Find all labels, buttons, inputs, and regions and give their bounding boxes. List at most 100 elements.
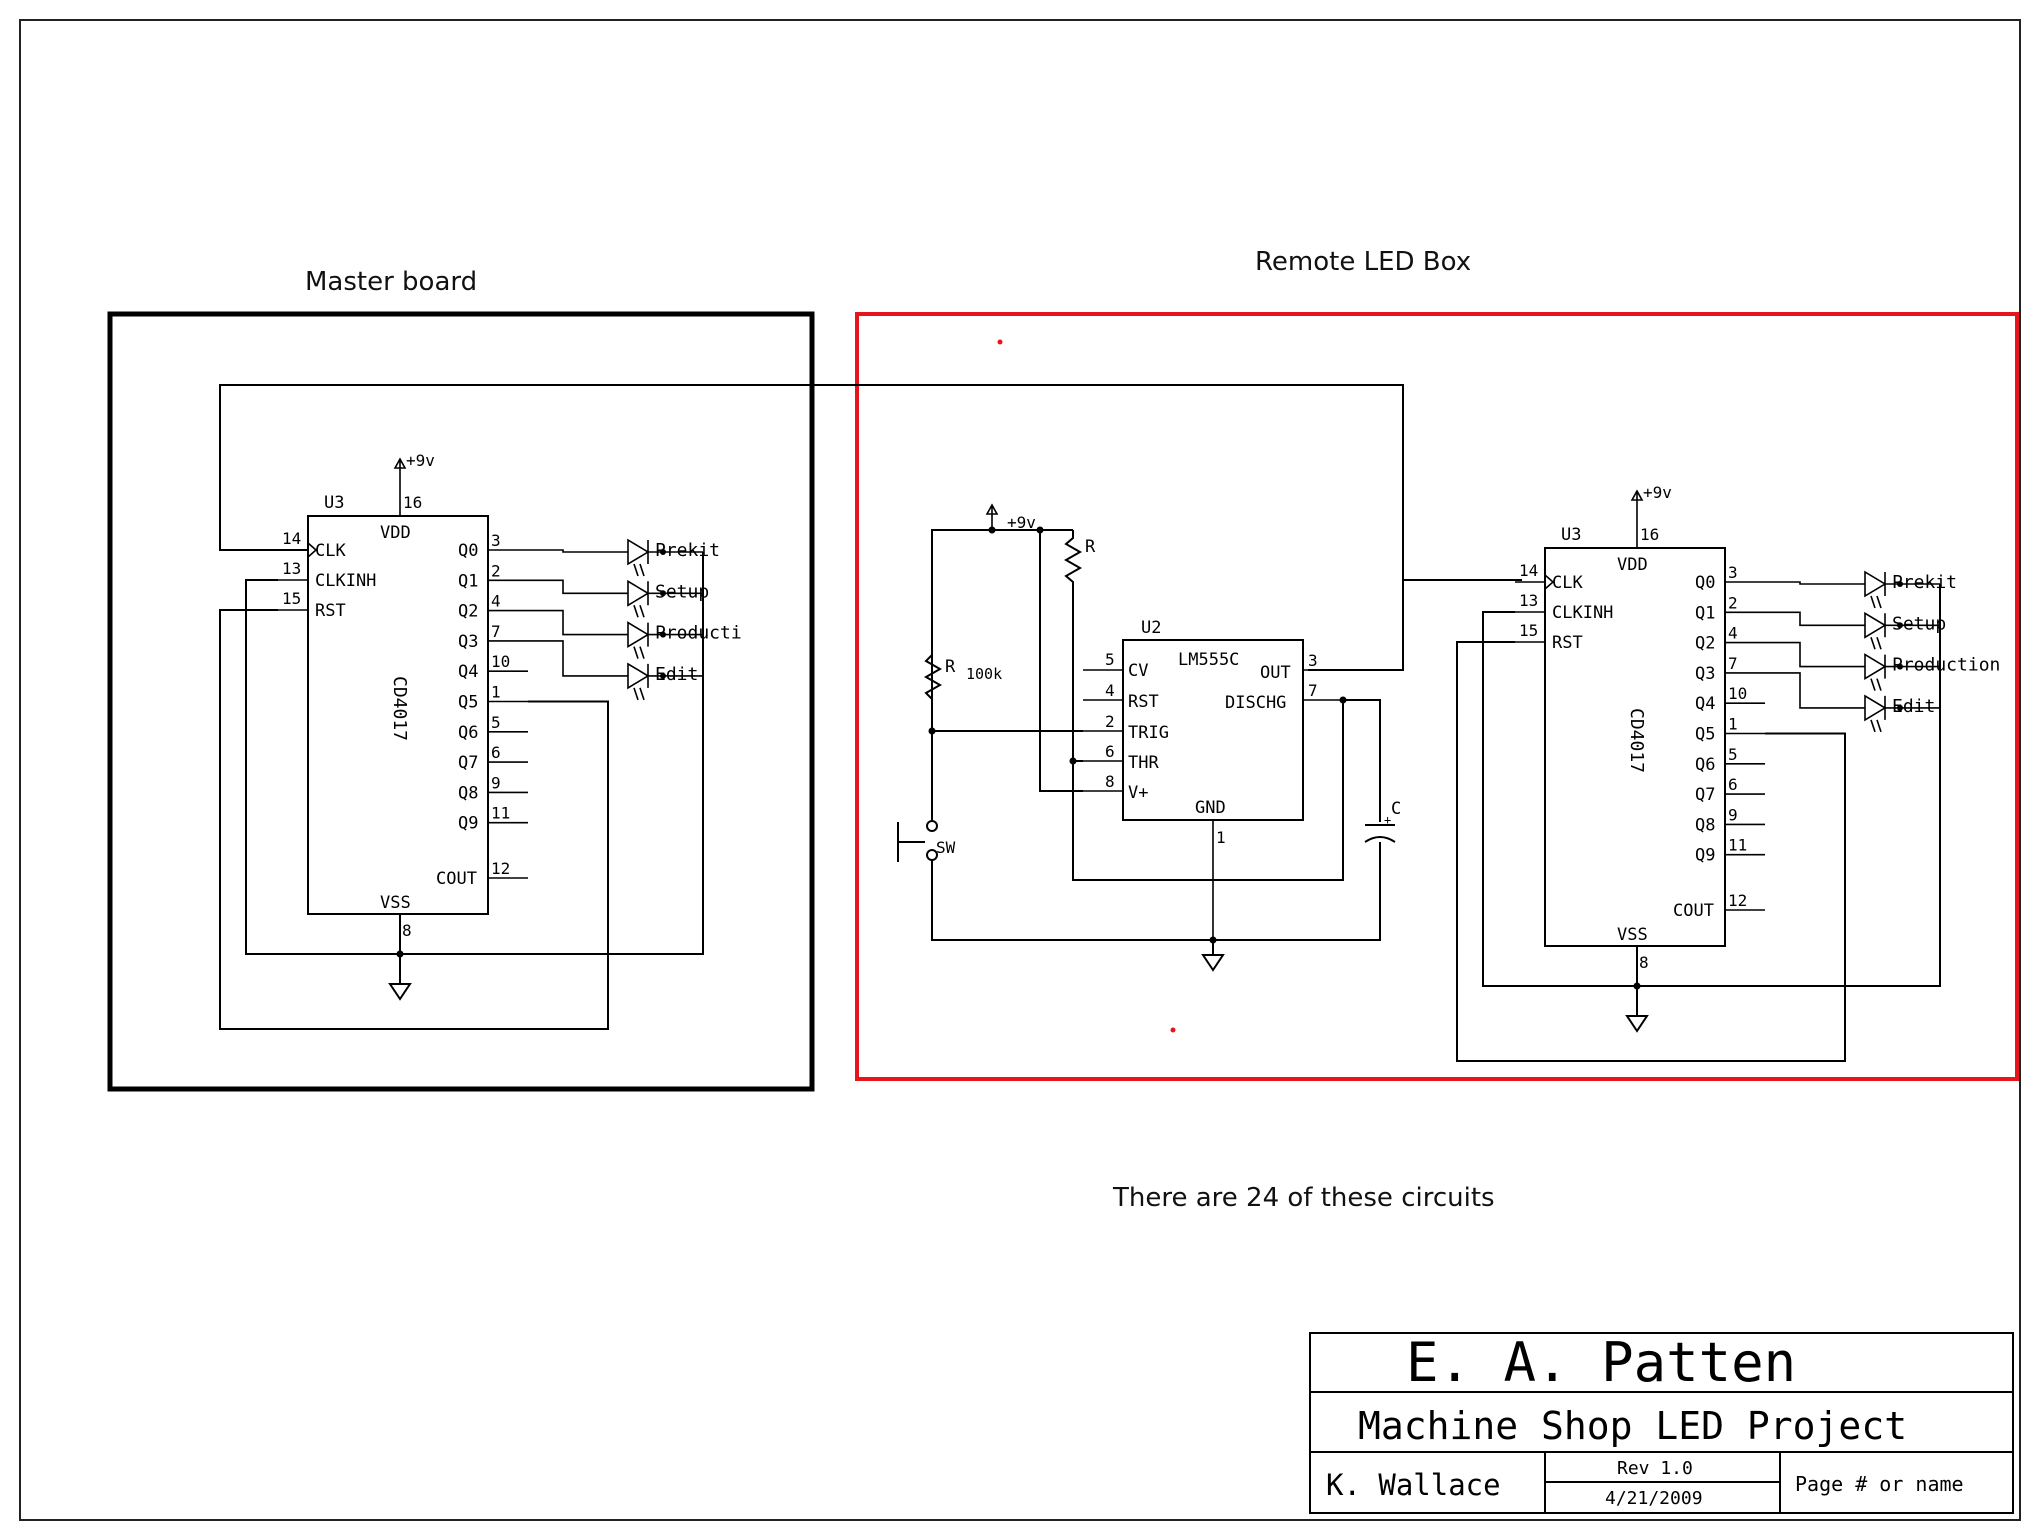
timer-pin-name: OUT [1260,663,1291,683]
junction [660,590,666,597]
counter-part: CD4017 [1626,708,1647,773]
led-diode-icon [627,538,650,566]
counter-pin-name: Q2 [458,602,478,622]
counter-pin-num: 1 [491,683,501,702]
company-name: E. A. Patten [1406,1331,1796,1394]
timer-pin-name: DISCHG [1225,693,1286,713]
vplus-wire [1039,530,1083,792]
timer-pin-num: 5 [1105,650,1115,669]
counter-pin-num: 6 [491,743,501,762]
counter-pin-name: Q9 [458,814,478,834]
counter-pin-num: 12 [1728,891,1747,910]
timer-pin-num: 3 [1308,651,1318,670]
counter-pin-num: 6 [1728,775,1738,794]
title-block-lines [1310,1391,2013,1513]
circuit-count-note: There are 24 of these circuits [1112,1183,1495,1213]
led-diode-icon [1864,694,1887,722]
led-diode-icon [1864,653,1887,681]
counter-pin-name: Q5 [1695,725,1715,745]
led-diode-icon [1864,570,1887,598]
junction [1897,663,1903,670]
led-label: Prekit [1892,572,1957,593]
counter-pin-name: CLK [315,541,346,561]
counter-pin-name: Q6 [458,723,478,743]
stray-dot [1170,1027,1176,1033]
counter-vdd-num: 16 [403,493,422,512]
counter-pin-name: Q9 [1695,846,1715,866]
counter-pin-name: Q7 [458,753,478,773]
counter-pin-name: Q6 [1695,755,1715,775]
capacitor [1364,824,1396,843]
sheet-border [19,19,2021,1521]
ground-symbol [388,983,412,1001]
led-light-icon [633,563,645,577]
counter-part: CD4017 [389,676,410,741]
counter-pin-name: RST [315,601,346,621]
counter-pin-num: 3 [491,531,501,550]
inhibit-return-wire [245,552,704,955]
capacitor-polarity: + [1384,813,1391,827]
led-feed-wire [488,640,628,677]
timer-pin-num: 4 [1105,681,1115,700]
master-board-frame [107,311,815,1092]
reset-loop-wire [1456,641,1846,1062]
led-label: Edit [655,664,698,685]
timer-circuit: +9v R R 100k SW C + [897,503,1522,972]
counter-pin-num: 2 [1728,593,1738,612]
switch-label: SW [936,838,956,857]
counter-supply-label: +9v [1643,483,1672,502]
led-diode-icon [627,662,650,690]
counter-vss-num: 8 [402,921,412,940]
led-label: Setup [1892,613,1946,634]
counter-pin-name: Q2 [1695,634,1715,654]
junction [1897,704,1903,711]
counter-ref: U3 [1561,525,1581,545]
counter-pin-num: 14 [282,529,301,548]
counter-supply-label: +9v [406,451,435,470]
timer-pin-num: 6 [1105,742,1115,761]
counter-pin-num: 12 [491,859,510,878]
counter-pin-name: Q1 [1695,603,1715,623]
led-light-icon [1870,595,1882,609]
supply-arrow [985,503,999,528]
counter-pin-num: 15 [282,589,301,608]
counter-vss-name: VSS [1617,925,1648,945]
counter-pin-name: COUT [436,869,477,889]
resistor-left-label: R [945,657,956,677]
led-label: Edit [1892,696,1935,717]
counter-vss-num: 8 [1639,953,1649,972]
counter-pin-num: 5 [1728,745,1738,764]
led-light-icon [633,605,645,618]
timer-gnd-num: 1 [1216,828,1226,847]
counter-body [1544,547,1726,947]
junction [660,549,666,555]
junction [1897,581,1903,587]
clock-input-icon [307,542,318,558]
counter-pin-num: 14 [1519,561,1538,580]
author-name: K. Wallace [1326,1468,1501,1502]
timer-pin-name: THR [1128,753,1159,773]
led-light-icon [1870,637,1882,650]
junction [396,950,404,958]
led-diode-icon [1864,611,1887,639]
resistor-left [923,530,943,730]
led-light-icon [1870,678,1882,691]
timer-pin-num: 7 [1308,681,1318,700]
clock-link-wire [219,384,1404,671]
switch-contact [926,820,938,832]
master-board-label: Master board [305,267,477,297]
counter-pin-num: 13 [282,559,301,578]
led-label: Prekit [655,540,720,561]
counter-pin-num: 7 [491,622,501,641]
led-feed-wire [488,579,628,595]
counter-pin-num: 10 [491,652,510,671]
junction [1897,622,1903,629]
junction [660,631,666,638]
junction [1633,982,1641,990]
led-light-icon [1870,719,1882,733]
supply-label: +9v [1007,513,1036,532]
counter-pin-num: 4 [491,592,501,611]
counter-vss-name: VSS [380,893,411,913]
